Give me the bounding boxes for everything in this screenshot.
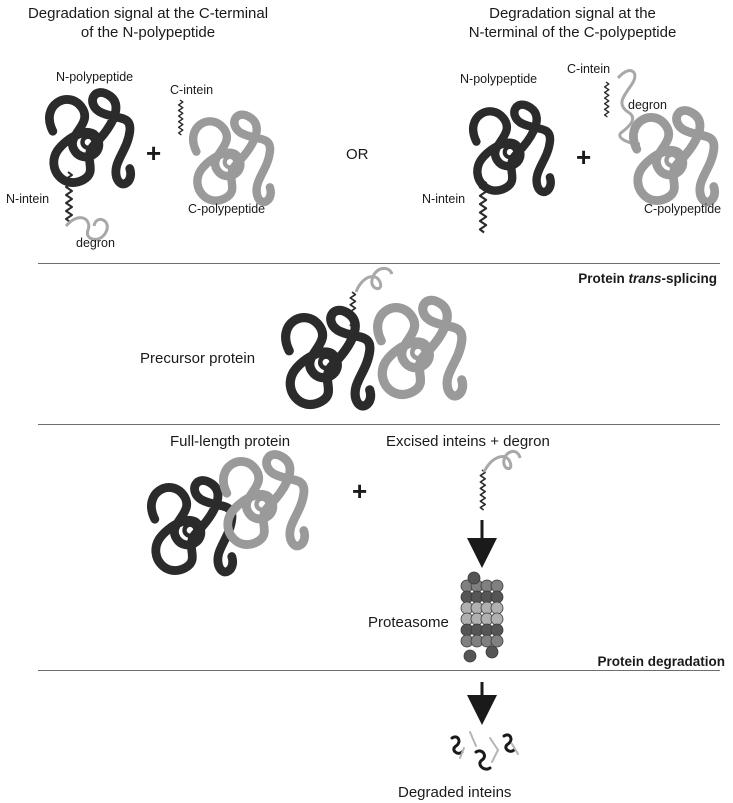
divider-1: [38, 263, 720, 264]
label-degron: degron: [76, 236, 115, 250]
title-right-line2: N-terminal of the C-polypeptide: [468, 24, 677, 41]
degron-tail: [64, 216, 109, 241]
section-trans-splicing: Protein trans-splicing: [578, 271, 717, 286]
label-degraded-inteins: Degraded inteins: [398, 784, 512, 801]
proteasome-shape: [460, 571, 504, 663]
proteasome-subunit: [490, 601, 504, 615]
label-c-polypeptide-right: C-polypeptide: [644, 202, 722, 216]
label-or: OR: [346, 146, 369, 163]
proteasome-subunit: [490, 634, 504, 648]
c-intein-coil-right: [603, 81, 610, 118]
plus-top-left: +: [146, 138, 162, 168]
label-c-intein-right: C-intein: [567, 62, 611, 76]
divider-2: [38, 424, 720, 425]
label-c-intein: C-intein: [170, 83, 214, 97]
title-right: Degradation signal at the N-terminal of …: [412, 4, 733, 42]
title-left-line2: of the N-polypeptide: [80, 24, 216, 41]
precursor-degron: [354, 266, 394, 293]
proteasome-subunit: [490, 579, 504, 593]
label-excised-inteins: Excised inteins + degron: [386, 433, 550, 450]
label-full-length-protein: Full-length protein: [170, 433, 291, 450]
label-n-intein-right: N-intein: [422, 192, 466, 206]
excised-intein-helix: [479, 469, 487, 511]
label-n-polypeptide: N-polypeptide: [56, 70, 134, 84]
full-length-light-shape: [223, 454, 304, 545]
proteasome-subunit: [490, 590, 504, 604]
title-right-line1: Degradation signal at the: [489, 5, 656, 22]
c-intein-coil: [177, 99, 184, 136]
label-proteasome: Proteasome: [368, 614, 449, 631]
n-polypeptide-shape: [49, 92, 130, 183]
label-c-polypeptide: C-polypeptide: [188, 202, 266, 216]
proteasome-subunit: [490, 612, 504, 626]
degron-tail-right: [616, 69, 641, 146]
full-length-dark-shape: [151, 480, 232, 571]
precursor-light-shape: [378, 300, 463, 396]
c-polypeptide-shape: [193, 115, 271, 202]
degraded-fragments: [450, 731, 519, 771]
plus-top-right: +: [576, 142, 592, 172]
proteasome-cap: [463, 649, 477, 663]
label-n-intein: N-intein: [6, 192, 50, 206]
divider-3: [38, 670, 720, 671]
proteasome-subunit: [490, 623, 504, 637]
proteasome-cap: [467, 571, 481, 585]
title-left: Degradation signal at the C-terminal of …: [0, 4, 296, 42]
label-precursor-protein: Precursor protein: [140, 350, 256, 367]
label-degron-right: degron: [628, 98, 667, 112]
label-n-polypeptide-right: N-polypeptide: [460, 72, 538, 86]
title-left-line1: Degradation signal at the C-terminal: [27, 5, 269, 22]
n-polypeptide-shape-right: [473, 105, 551, 192]
precursor-dark-shape: [286, 310, 371, 406]
section-protein-degradation: Protein degradation: [597, 654, 725, 669]
excised-degron: [482, 450, 522, 473]
c-polypeptide-shape-right: [633, 110, 714, 201]
plus-products: +: [352, 476, 368, 506]
proteasome-cap: [485, 645, 499, 659]
